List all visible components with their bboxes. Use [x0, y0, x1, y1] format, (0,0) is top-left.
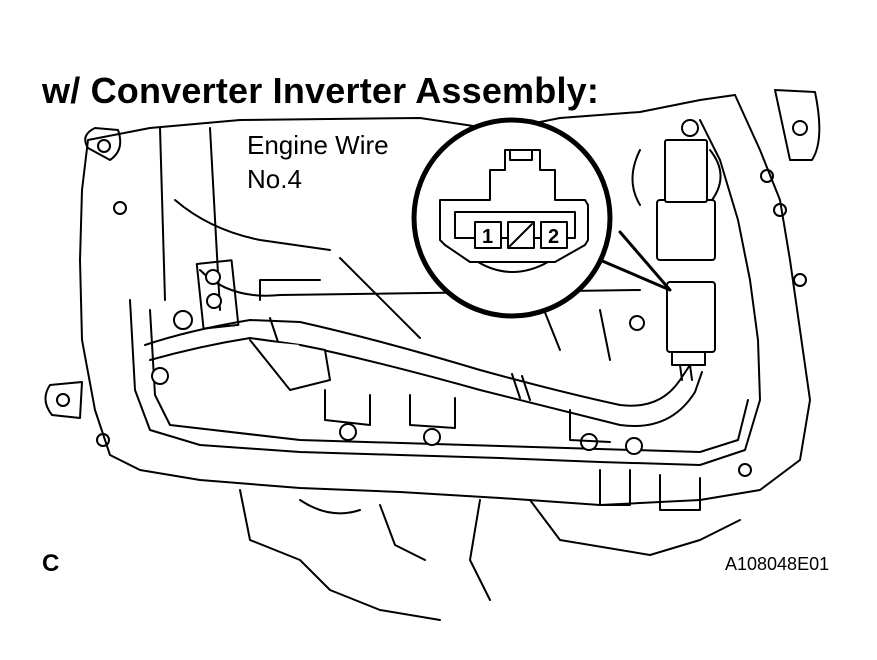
engine-wire-label-line2: No.4	[247, 164, 302, 194]
figure-id: A108048E01	[725, 554, 830, 574]
harness-clamp	[511, 373, 521, 399]
engine-wire-leader-line	[339, 257, 421, 339]
upper-wire	[631, 149, 641, 206]
transaxle-body	[239, 489, 741, 621]
bolt-hole	[773, 203, 787, 217]
harness-connector	[666, 281, 716, 353]
upper-connector	[656, 199, 716, 261]
boss	[409, 394, 456, 429]
upper-connector-body	[664, 139, 708, 203]
panel-line	[159, 127, 166, 301]
bolt-hole	[96, 433, 110, 447]
panel-line	[174, 199, 331, 251]
callout-pointer	[598, 230, 672, 292]
bolt-head	[339, 423, 357, 441]
harness-protector	[249, 339, 331, 391]
pan-rim	[149, 309, 749, 453]
pin-1-label: 1	[482, 226, 493, 248]
bolt-hole	[113, 201, 127, 215]
bolt-head	[151, 367, 169, 385]
connector-face-enlarged: 1 2	[439, 149, 589, 273]
bolt-hole	[738, 463, 752, 477]
boss	[324, 389, 371, 426]
panel-line	[599, 309, 611, 361]
bolt-head	[681, 119, 699, 137]
mounting-ear-left-top	[84, 127, 122, 161]
panel-line	[259, 279, 321, 301]
inner-pan-outline	[129, 119, 761, 466]
bolt-head	[173, 310, 193, 330]
boss	[569, 409, 611, 443]
connector-arc	[477, 261, 549, 273]
bolt-head	[206, 293, 222, 309]
blank-pin-slash	[509, 223, 533, 247]
bolt-head	[625, 437, 643, 455]
connector-wires	[679, 364, 693, 381]
engine-wire-harness	[144, 319, 691, 407]
transaxle-detail	[299, 469, 701, 561]
connector-tab	[509, 149, 533, 161]
engine-wire-label-line1: Engine Wire	[247, 130, 389, 160]
bolt-hole	[760, 169, 774, 183]
pin-2-label: 2	[548, 226, 559, 248]
engine-wire-harness-edge	[149, 337, 703, 427]
bolt-hole	[792, 120, 808, 136]
bolt-hole	[793, 273, 807, 287]
view-letter: C	[42, 550, 60, 577]
bolt-head	[205, 269, 221, 285]
bolt-head	[423, 428, 441, 446]
connector-face-outline	[439, 149, 589, 263]
pin-1-terminal	[474, 221, 502, 249]
connector-callout-circle	[411, 117, 613, 319]
bracket	[195, 259, 240, 330]
upper-wire	[709, 149, 722, 201]
bolt-head	[629, 315, 645, 331]
mounting-ear-right-top	[774, 89, 821, 161]
pin-2-terminal	[540, 221, 568, 249]
connector-latch	[671, 351, 706, 366]
bolt-hole	[56, 393, 70, 407]
harness-clamp	[521, 375, 531, 401]
mounting-ear-left-bottom	[44, 381, 83, 419]
diagram-title: w/ Converter Inverter Assembly:	[42, 70, 600, 111]
connector-inner-rim	[454, 211, 576, 239]
bolt-hole	[97, 139, 111, 153]
